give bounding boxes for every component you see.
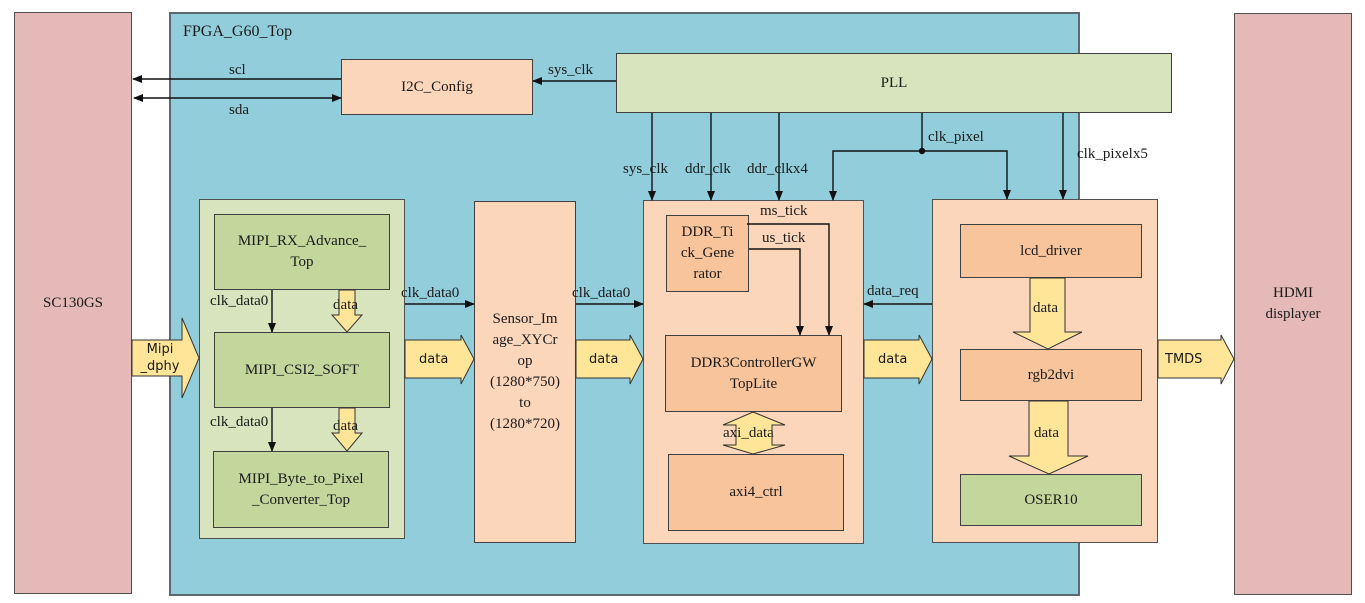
sensor-label: SC130GS — [42, 294, 104, 311]
clk-data0-csi-label: clk_data0 — [210, 414, 269, 430]
ms-tick-wire — [747, 223, 833, 336]
clk-data0-rx-label: clk_data0 — [210, 293, 269, 309]
mipi-csi2-label: MIPI_CSI2_SOFT — [244, 361, 360, 378]
clk-data0-out1-label: clk_data0 — [401, 285, 460, 301]
oser10-label: OSER10 — [1024, 491, 1078, 508]
tick-gen-label: DDR_Ti ck_Gene rator — [680, 224, 735, 282]
data-lcd-arrow — [1012, 277, 1083, 350]
tmds-bus-arrow — [1157, 334, 1235, 385]
clk-pixelx5-label: clk_pixelx5 — [1077, 146, 1148, 162]
sda-label: sda — [229, 102, 249, 118]
sensor-sc130gs: SC130GS — [14, 12, 132, 594]
clk-pixel-junction — [918, 147, 926, 155]
scl-label: scl — [229, 62, 246, 78]
fpga-title: FPGA_G60_Top — [183, 23, 293, 40]
clk-data0-out2-label: clk_data0 — [572, 285, 631, 301]
mipi-rx-label: MIPI_RX_Advance_ Top — [237, 233, 367, 270]
ddr-tick-generator-block: DDR_Ti ck_Gene rator — [666, 215, 749, 292]
us-tick-label: us_tick — [762, 230, 806, 246]
data-rgb-label: data — [1034, 425, 1059, 441]
mipi-dphy-bus-arrow — [131, 317, 200, 399]
sys-clk-i2c-label: sys_clk — [548, 62, 593, 78]
mipi-csi2-soft-block: MIPI_CSI2_SOFT — [214, 332, 390, 408]
i2c-config-block: I2C_Config — [341, 59, 533, 115]
data-bus-arrow-3 — [863, 334, 933, 385]
ddr3-ctrl-label: DDR3ControllerGW TopLite — [690, 354, 817, 392]
data-req-label: data_req — [867, 283, 919, 299]
mipi-dphy-label: Mipi _dphy — [140, 342, 180, 374]
display-label: HDMI displayer — [1265, 285, 1321, 322]
sensor-image-xycrop-block: Sensor_Im age_XYCr op (1280*750) to (128… — [474, 201, 576, 543]
pll-block: PLL — [616, 53, 1172, 113]
axi4-ctrl-label: axi4_ctrl — [729, 484, 783, 500]
hdmi-displayer: HDMI displayer — [1234, 13, 1352, 595]
data-bus-label-3: data — [878, 352, 908, 367]
data-rgb-arrow — [1008, 400, 1089, 475]
data-rx-label: data — [333, 297, 358, 313]
axi-data-label: axi_data — [723, 425, 774, 441]
data-lcd-label: data — [1033, 300, 1058, 316]
axi-data-arrow — [722, 411, 786, 455]
data-csi-label: data — [333, 418, 358, 434]
data-rx-arrow — [330, 289, 364, 333]
rgb2dvi-label: rgb2dvi — [1027, 366, 1075, 383]
ddr-clkx4-label: ddr_clkx4 — [747, 161, 808, 177]
ddr3-controller-block: DDR3ControllerGW TopLite — [665, 335, 842, 412]
mipi-rx-advance-top-block: MIPI_RX_Advance_ Top — [214, 214, 390, 290]
tmds-label: TMDS — [1165, 352, 1203, 367]
clk-pixel-label: clk_pixel — [928, 129, 984, 145]
sys-clk-label: sys_clk — [623, 161, 668, 177]
lcd-driver-label: lcd_driver — [1020, 242, 1082, 259]
pll-label: PLL — [880, 74, 908, 91]
crop-label: Sensor_Im age_XYCr op (1280*750) to (128… — [490, 311, 560, 432]
data-bus-arrow-1 — [404, 334, 475, 385]
data-bus-label-1: data — [419, 352, 449, 367]
data-bus-label-2: data — [589, 352, 619, 367]
lcd-driver-block: lcd_driver — [960, 224, 1142, 278]
mipi-byte-to-pixel-block: MIPI_Byte_to_Pixel _Converter_Top — [213, 451, 389, 528]
us-tick-wire — [749, 248, 804, 336]
ddr-clk-label: ddr_clk — [685, 161, 731, 177]
data-csi-arrow — [330, 407, 364, 452]
ms-tick-label: ms_tick — [760, 203, 808, 219]
clk-pixel-to-video — [922, 150, 1011, 200]
clk-pixel-to-ddr — [829, 150, 922, 201]
axi4-ctrl-block: axi4_ctrl — [668, 454, 844, 531]
mipi-byte2pixel-label: MIPI_Byte_to_Pixel _Converter_Top — [238, 470, 364, 508]
data-bus-arrow-2 — [575, 334, 644, 385]
i2c-config-label: I2C_Config — [401, 78, 473, 95]
oser10-block: OSER10 — [960, 474, 1142, 526]
